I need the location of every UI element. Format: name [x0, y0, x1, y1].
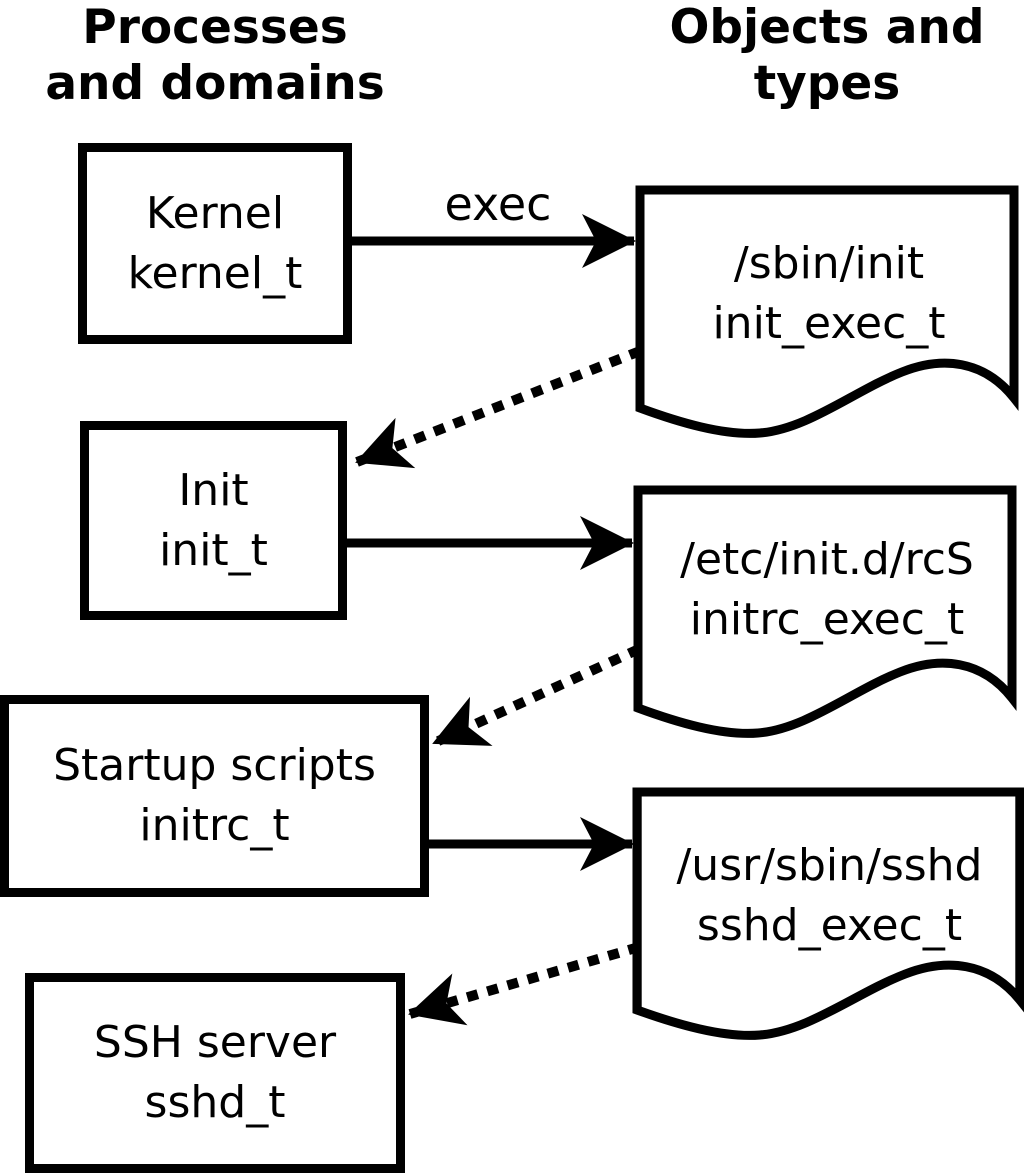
column-header-objects-line2: types	[753, 56, 901, 111]
column-header-processes: Processes and domains	[20, 0, 410, 112]
object-doc-etc-initd-rcs: /etc/init.d/rcS initrc_exec_t	[638, 490, 1016, 708]
domain-type-label: initrc_t	[139, 800, 290, 851]
column-header-objects-line1: Objects and	[669, 0, 985, 55]
process-box-startup-scripts: Startup scripts initrc_t	[0, 695, 429, 897]
exec-arrow-label: exec	[444, 177, 552, 231]
object-path-label: /sbin/init	[733, 238, 925, 289]
object-path-label: /etc/init.d/rcS	[680, 534, 974, 585]
column-header-processes-line1: Processes	[82, 0, 348, 55]
process-label: SSH server	[93, 1017, 337, 1068]
column-header-processes-line2: and domains	[45, 56, 385, 111]
process-box-ssh-server: SSH server sshd_t	[25, 973, 405, 1173]
object-doc-etc-initd-rcs-shape	[633, 485, 1017, 738]
transition-arrow-sbin-init-to-init-t	[355, 346, 642, 469]
process-label: Kernel	[145, 187, 285, 239]
domain-type-label: kernel_t	[127, 247, 303, 299]
domain-type-label: sshd_t	[144, 1077, 286, 1128]
process-box-kernel: Kernel kernel_t	[78, 143, 352, 344]
process-label: Init	[178, 464, 249, 516]
object-type-label: sshd_exec_t	[696, 900, 963, 951]
object-path-label: /usr/sbin/sshd	[676, 840, 983, 891]
process-label: Startup scripts	[53, 740, 376, 791]
object-doc-usr-sbin-sshd: /usr/sbin/sshd sshd_exec_t	[637, 792, 1022, 1028]
object-type-label: init_exec_t	[712, 298, 946, 349]
object-doc-sbin-init: /sbin/init init_exec_t	[640, 190, 1018, 414]
transition-arrow-sshd-to-sshd-t	[408, 942, 641, 1026]
object-doc-sbin-init-shape	[635, 185, 1019, 438]
transition-arrow-rcs-to-initrc-t	[431, 644, 642, 748]
object-doc-usr-sbin-sshd-shape	[632, 787, 1024, 1040]
object-type-label: initrc_exec_t	[689, 594, 965, 645]
column-header-objects: Objects and types	[630, 0, 1024, 112]
process-box-init: Init init_t	[80, 421, 347, 620]
domain-type-label: init_t	[159, 524, 268, 576]
